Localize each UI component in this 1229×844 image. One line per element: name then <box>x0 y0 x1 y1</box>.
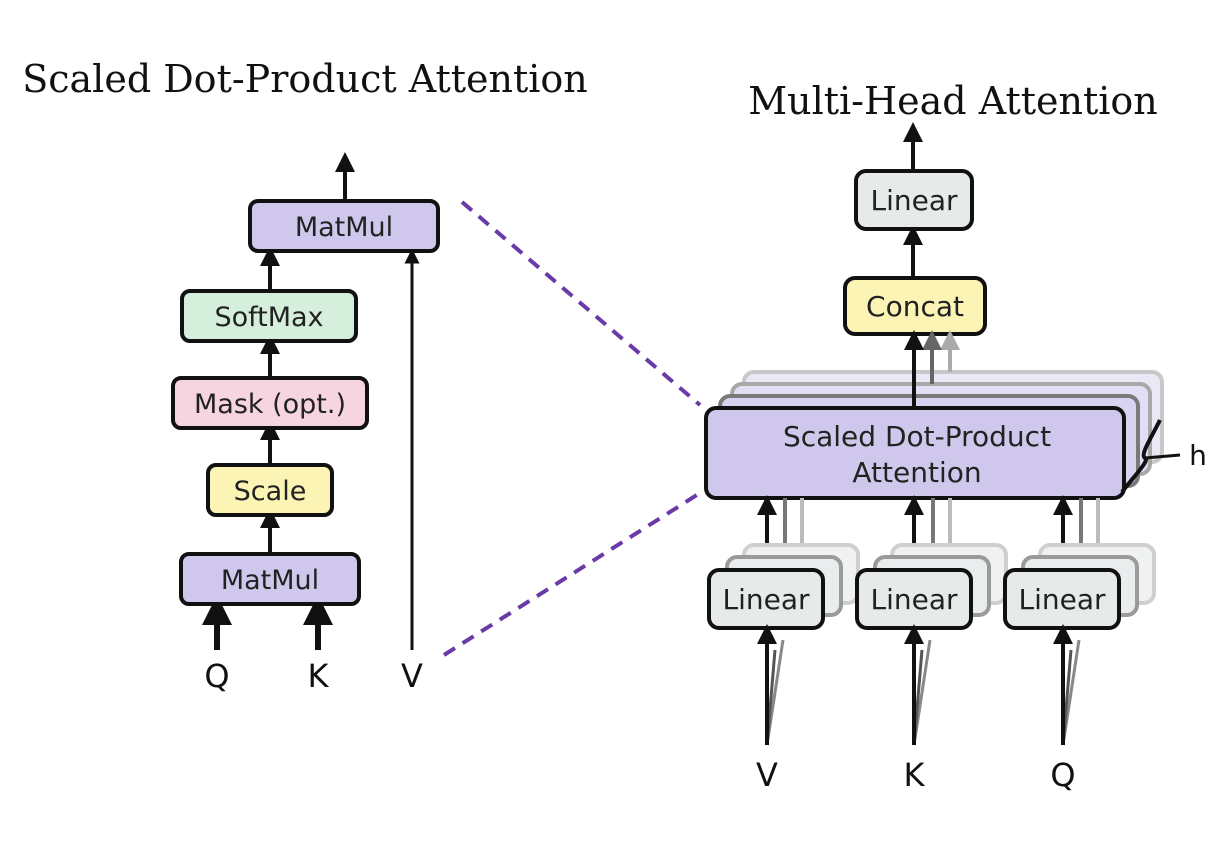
right-linear-output-label: Linear <box>870 184 958 217</box>
left-mask-label: Mask (opt.) <box>194 389 346 420</box>
heads-label: h <box>1189 439 1207 472</box>
left-input-k: K <box>308 657 330 695</box>
right-sdpa-label-line1: Scaled Dot-Product <box>783 420 1051 453</box>
left-matmul-top-label: MatMul <box>295 212 393 243</box>
left-scale-label: Scale <box>234 476 307 507</box>
left-arrows <box>202 152 420 650</box>
right-linear-v-label: Linear <box>722 583 810 616</box>
left-matmul-bottom: MatMul <box>179 552 361 606</box>
left-softmax-label: SoftMax <box>214 302 323 333</box>
left-matmul-top: MatMul <box>248 199 440 253</box>
right-linear-k-stack: Linear <box>855 543 1008 630</box>
right-linear-v-stack: Linear <box>707 543 860 630</box>
left-input-q: Q <box>204 657 229 695</box>
right-linear-q-label: Linear <box>1018 583 1106 616</box>
zoom-connectors <box>442 200 702 657</box>
left-mask-block: Mask (opt.) <box>171 376 369 430</box>
left-diagram-title: Scaled Dot-Product Attention <box>22 57 588 101</box>
right-input-q: Q <box>1050 756 1075 794</box>
right-concat-label: Concat <box>866 290 964 323</box>
right-linear-k-label: Linear <box>870 583 958 616</box>
left-scale-block: Scale <box>206 463 334 517</box>
right-concat-block: Concat <box>843 276 987 336</box>
left-input-v: V <box>401 657 423 695</box>
right-input-v: V <box>756 756 778 794</box>
right-input-arrows <box>757 624 1081 746</box>
concat-input-arrows <box>904 330 960 408</box>
right-sdpa-block: Scaled Dot-Product Attention <box>704 406 1126 500</box>
right-linear-output: Linear <box>854 169 974 231</box>
right-input-k: K <box>904 756 926 794</box>
right-diagram-title: Multi-Head Attention <box>748 79 1158 123</box>
heads-brace <box>1120 419 1181 494</box>
right-linear-q-stack: Linear <box>1003 543 1156 630</box>
right-sdpa-label-line2: Attention <box>852 456 981 489</box>
left-softmax-block: SoftMax <box>180 289 358 343</box>
left-matmul-bottom-label: MatMul <box>221 565 319 596</box>
